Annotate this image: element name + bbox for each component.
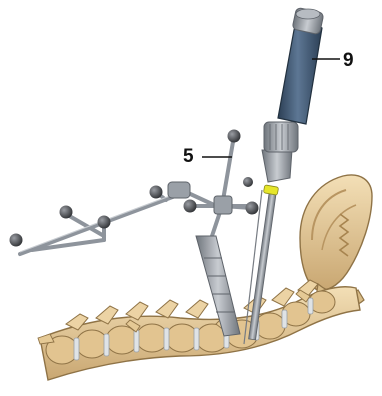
reference-array-illustration [10,182,213,254]
callout-label-5: 5 [183,147,194,166]
marker-ball [98,216,111,229]
marker-ball [246,202,259,215]
callout-label-9: 9 [343,51,354,70]
marker-ball [184,200,197,213]
marker-ball [60,206,73,219]
marker-ball [243,177,253,187]
marker-ball [228,130,241,143]
marker-ball [150,186,163,199]
marker-ball [10,234,23,247]
spine-illustration [38,280,360,380]
